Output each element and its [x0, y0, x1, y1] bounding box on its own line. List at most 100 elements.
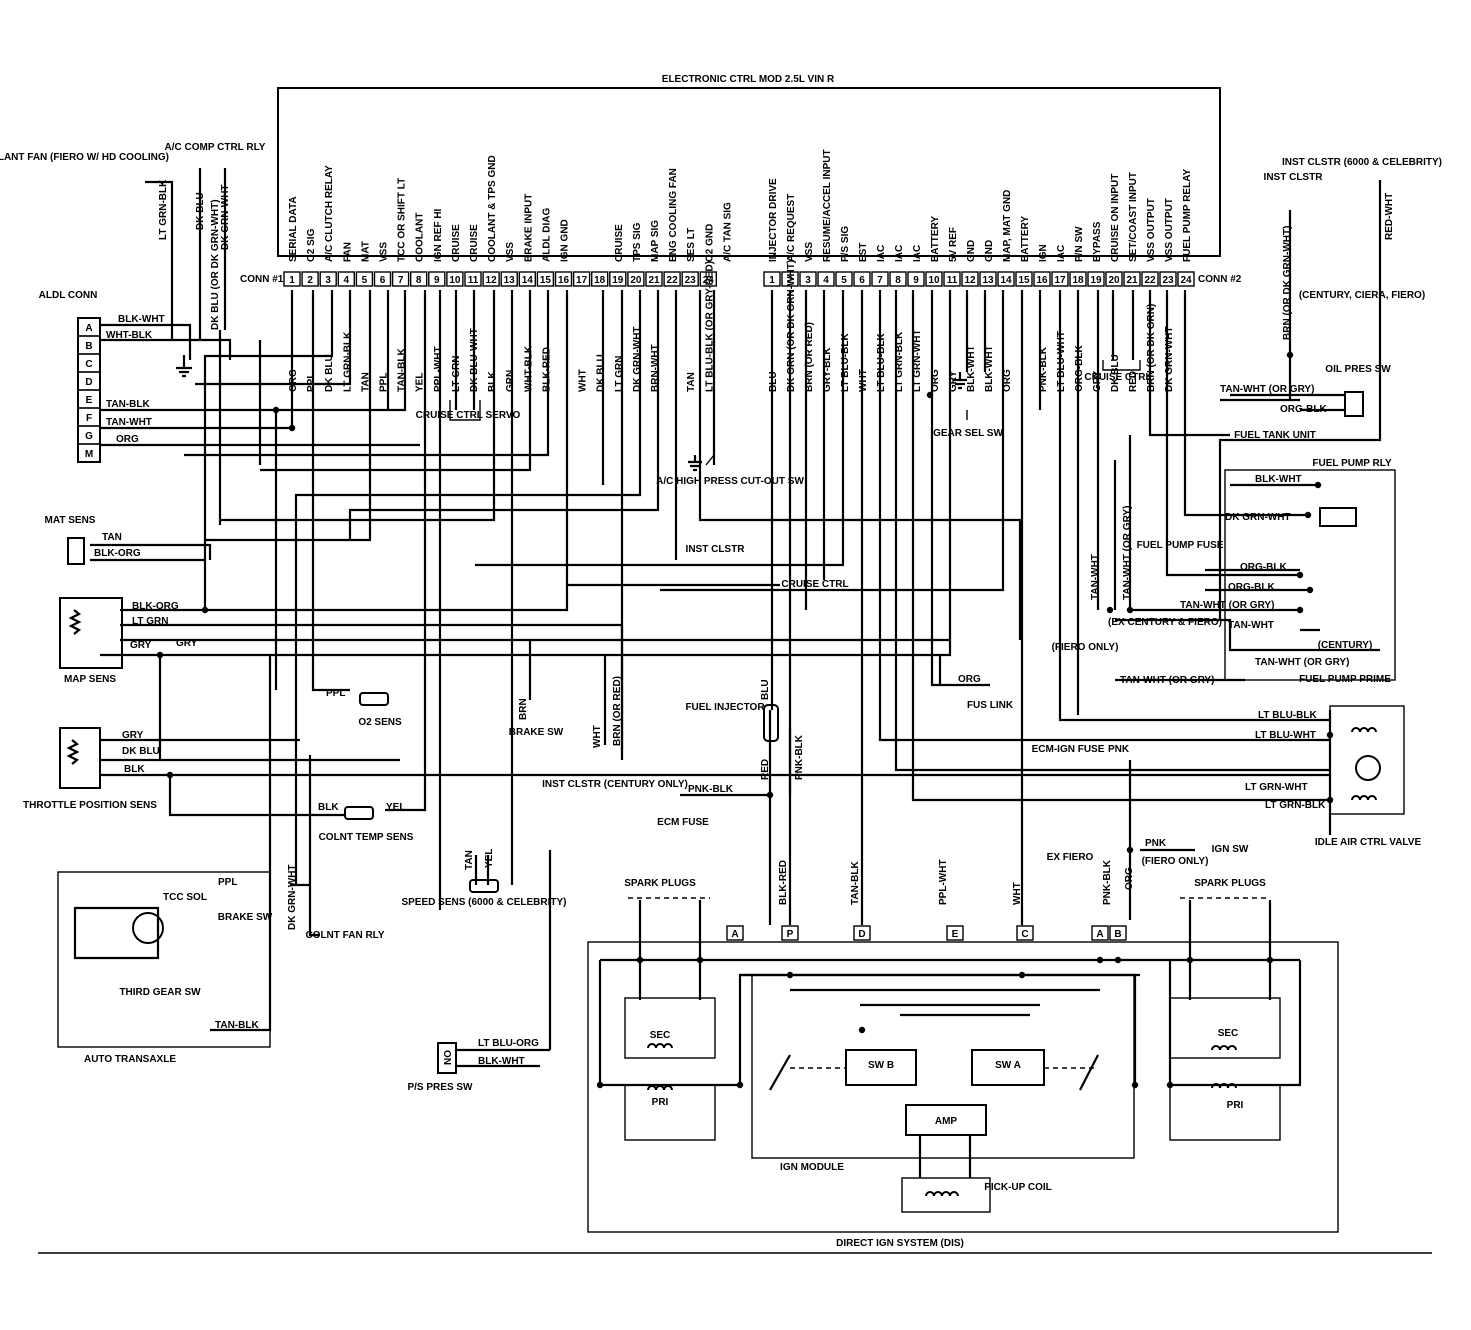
- wire-fpr-tan-wht: TAN-WHT (OR GRY): [1180, 600, 1274, 611]
- inst-clstr-century: WHT BRN (OR RED) INST CLSTR (CENTURY ONL…: [542, 676, 688, 790]
- conn2-pin-number: 24: [1180, 275, 1192, 286]
- wire-fpr-tan-wht2: TAN-WHT: [1228, 620, 1274, 631]
- conn2-function-label: 5V REF: [948, 227, 959, 262]
- conn2-pin: [979, 271, 997, 287]
- spark-plugs-left-label: SPARK PLUGS: [624, 878, 696, 889]
- conn2-pin-number: 9: [913, 275, 919, 286]
- inst-clstr-right-label: INST CLSTR: [1264, 172, 1324, 183]
- pri-left-label: PRI: [652, 1097, 669, 1108]
- conn1-function-label: CRUISE: [469, 224, 480, 262]
- junction-dot: [201, 606, 209, 614]
- conn2-function-label: VSS: [804, 242, 815, 262]
- conn1-wire-label: ORG: [288, 369, 299, 392]
- fus-link: ORG FUS LINK: [958, 674, 1014, 711]
- junction-dot: [1304, 511, 1312, 519]
- conn2-wire-label: ORG: [930, 369, 941, 392]
- wire-dk-blu-ac: DK BLU: [195, 192, 206, 230]
- conn1-pin-number: 6: [380, 275, 386, 286]
- ecm-box: [277, 87, 1221, 257]
- conn1-function-label: MAT: [360, 241, 371, 262]
- junction-dot: [636, 956, 644, 964]
- wire-oil-tan-wht: TAN-WHT (OR GRY): [1220, 384, 1314, 395]
- conn1-pin-number: 3: [325, 275, 331, 286]
- wire-tps-gry: GRY: [122, 730, 144, 741]
- aldl-pin-letter: M: [85, 449, 93, 460]
- conn2-pin-number: 4: [823, 275, 829, 286]
- conn1-pin-number: 20: [630, 275, 642, 286]
- wire-tan-wht-v: TAN-WHT: [1090, 554, 1101, 600]
- conn2-wire-label: DK GRN (OR DK GRN-WHT): [786, 260, 797, 392]
- conn1-pin-number: 4: [344, 275, 350, 286]
- conn1-wire-label: TAN: [360, 372, 371, 392]
- conn1-function-label: MAP SIG: [650, 220, 661, 262]
- conn1-pin-number: 1: [289, 275, 295, 286]
- conn1-wire-label: LT GRN-BLK: [342, 331, 353, 392]
- conn2-wire-label: LT GRN-WHT: [912, 329, 923, 392]
- conn1-pin: [591, 271, 609, 287]
- wire-map-lt-grn: LT GRN: [132, 616, 168, 627]
- wire-ps-lt-blu-org: LT BLU-ORG: [478, 1038, 539, 1049]
- wire-ps-blk-wht: BLK-WHT: [478, 1056, 525, 1067]
- junction-dot: [1131, 1081, 1139, 1089]
- inst-clstr-label: INST CLSTR: [686, 544, 746, 555]
- dis-terminal-letter: C: [1021, 929, 1028, 940]
- conn1-pin: [482, 271, 500, 287]
- conn1-function-label: TPS SIG: [632, 222, 643, 262]
- wire-iac-lt-blu-blk: LT BLU-BLK: [1258, 710, 1317, 721]
- conn1-pin-number: 9: [434, 275, 440, 286]
- wire-tps-dk-blu: DK BLU: [122, 746, 160, 757]
- conn1-function-label: ENG COOLING FAN: [668, 168, 679, 262]
- wire-fus-org: ORG: [958, 674, 981, 685]
- conn2-pin: [997, 271, 1015, 287]
- wire-inst-wht: WHT: [592, 725, 603, 748]
- conn1-pin-number: 8: [416, 275, 422, 286]
- junction-dot: [1266, 956, 1274, 964]
- conn2-function-label: P/N SW: [1074, 226, 1085, 262]
- colnt-temp-sens-label: COLNT TEMP SENS: [319, 832, 414, 843]
- wire-blk-wht: BLK-WHT: [118, 314, 165, 325]
- wire-inj-pnk-blk: PNK-BLK: [794, 734, 805, 780]
- wire-cts-blk: BLK: [318, 802, 339, 813]
- wire-fpr-org-blk2: ORG-BLK: [1228, 582, 1275, 593]
- conn1-wire-label: PPL: [306, 373, 317, 392]
- conn1-pin: [681, 271, 699, 287]
- junction-dot: [596, 1081, 604, 1089]
- conn1-wire-label: BRN-WHT: [650, 344, 661, 392]
- conn1-wire-label: DK GRN-WHT: [632, 326, 643, 392]
- wire-wht-blk: WHT-BLK: [106, 330, 153, 341]
- wire-lt-grn-blk: LT GRN-BLK: [158, 179, 169, 240]
- conn2-pin-number: 10: [928, 275, 940, 286]
- conn1-pin: [391, 271, 410, 287]
- ex-fiero-label: EX FIERO: [1047, 852, 1094, 863]
- conn1-wire-label: LT GRN: [614, 356, 625, 392]
- junction-dot: [1114, 956, 1122, 964]
- ign-module-label: IGN MODULE: [780, 1162, 844, 1173]
- conn2-function-label: CRUISE ON INPUT: [1110, 174, 1121, 262]
- wire-iac-lt-grn-wht: LT GRN-WHT: [1245, 782, 1308, 793]
- conn2-pin: [1051, 271, 1069, 287]
- conn2-pin-number: 7: [877, 275, 883, 286]
- inst-clstr-century-label: INST CLSTR (CENTURY ONLY): [542, 779, 688, 790]
- junction-dot: [858, 1026, 866, 1034]
- wire-iac-lt-grn-blk: LT GRN-BLK: [1265, 800, 1326, 811]
- conn2-pin: [907, 271, 925, 287]
- aldl-pin-letter: G: [85, 431, 93, 442]
- conn1-pin: [301, 271, 319, 287]
- junction-dots: [156, 351, 1334, 1089]
- conn1-pin: [609, 271, 627, 287]
- conn2-wire-label: BLU: [768, 371, 779, 392]
- ex-century-fiero-label: (EX CENTURY & FIERO): [1108, 617, 1222, 628]
- spark-plugs-right-label: SPARK PLUGS: [1194, 878, 1266, 889]
- conn2-pin-number: 5: [841, 275, 847, 286]
- fiero-only-label: (FIERO ONLY): [1142, 856, 1209, 867]
- conn1-wire-label: DK BLU: [324, 354, 335, 392]
- wire-dk-blu-or-dk-grn-wht: DK BLU (OR DK GRN-WHT): [210, 199, 221, 330]
- conn2-function-label: BATTERY: [1020, 216, 1031, 262]
- wire-org: ORG: [116, 434, 139, 445]
- conn1-label: CONN #1: [240, 274, 284, 285]
- fuel-pump-rly-label: FUEL PUMP RLY: [1312, 458, 1392, 469]
- conn1-pin: [572, 271, 591, 287]
- dis-terminal: [1016, 925, 1034, 941]
- conn1-pin: [699, 271, 717, 287]
